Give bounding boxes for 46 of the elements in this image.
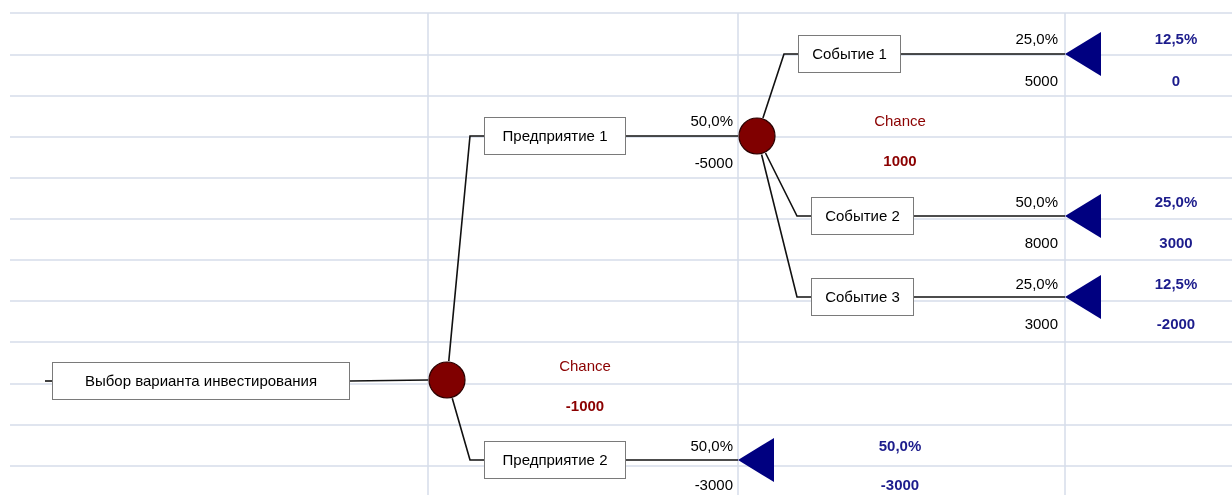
payoff-label: 0 <box>1171 72 1181 88</box>
path-probability-label: 25,0% <box>1154 193 1198 209</box>
branch-box: Выбор варианта инвестирования <box>52 362 350 400</box>
expected-value-label: -1000 <box>565 397 605 413</box>
branch-line <box>625 135 739 137</box>
chance-node-circle <box>738 117 776 155</box>
branch-line <box>349 379 429 382</box>
branch-box: Событие 2 <box>811 197 914 235</box>
probability-label: 25,0% <box>1015 30 1058 46</box>
payoff-label: 3000 <box>1159 234 1193 250</box>
value-label: 5000 <box>1024 72 1058 88</box>
value-label: 3000 <box>1024 315 1058 331</box>
branch-line <box>760 153 812 298</box>
path-probability-label: 50,0% <box>878 437 922 453</box>
probability-label: 25,0% <box>1015 275 1058 291</box>
end-node-triangle <box>738 438 774 482</box>
value-label: -5000 <box>694 154 733 170</box>
expected-value-label: 1000 <box>883 152 917 168</box>
branch-line <box>900 53 1066 55</box>
branch-box: Событие 3 <box>811 278 914 316</box>
payoff-label: -3000 <box>880 476 920 492</box>
value-label: 8000 <box>1024 234 1058 250</box>
branch-line <box>44 380 53 382</box>
probability-label: 50,0% <box>690 112 733 128</box>
node-type-label: Chance <box>559 357 611 373</box>
payoff-label: -2000 <box>1156 315 1196 331</box>
branch-line <box>764 152 812 217</box>
branch-line <box>913 296 1066 298</box>
branch-line <box>762 53 799 119</box>
branch-line <box>447 135 485 362</box>
chance-node-circle <box>428 361 466 399</box>
branch-line <box>913 215 1066 217</box>
path-probability-label: 12,5% <box>1154 30 1198 46</box>
value-label: -3000 <box>694 476 733 492</box>
branch-box: Предприятие 1 <box>484 117 626 155</box>
end-node-triangle <box>1065 194 1101 238</box>
branch-line <box>625 459 739 461</box>
probability-label: 50,0% <box>1015 193 1058 209</box>
probability-label: 50,0% <box>690 437 733 453</box>
branch-box: Предприятие 2 <box>484 441 626 479</box>
branch-box: Событие 1 <box>798 35 901 73</box>
end-node-triangle <box>1065 32 1101 76</box>
branch-line <box>451 397 485 461</box>
end-node-triangle <box>1065 275 1101 319</box>
node-type-label: Chance <box>874 112 926 128</box>
path-probability-label: 12,5% <box>1154 275 1198 291</box>
